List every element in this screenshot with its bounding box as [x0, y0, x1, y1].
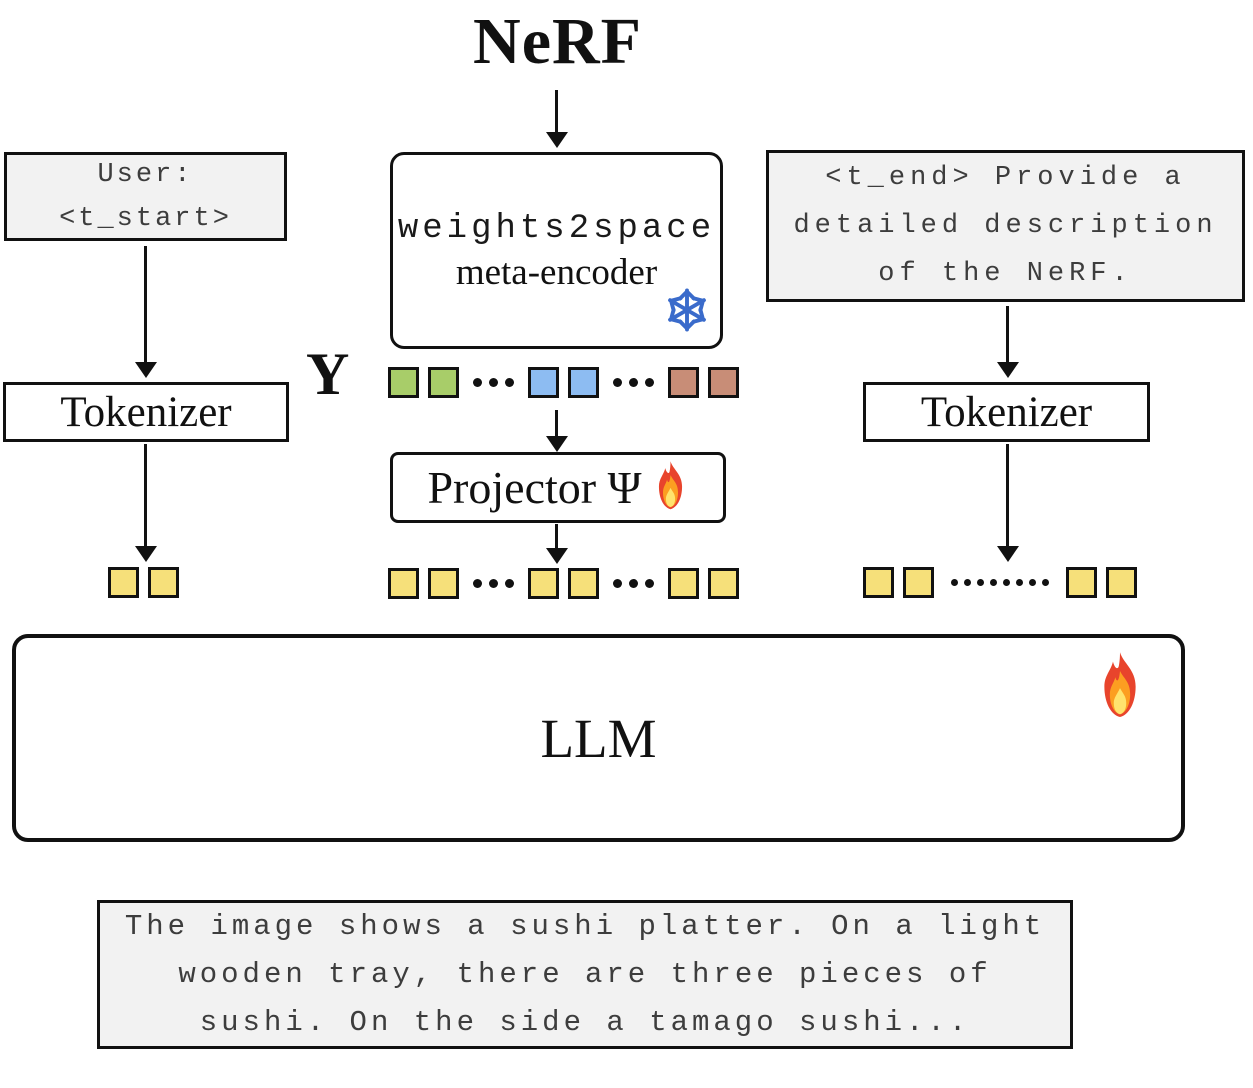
arrow-tokenizer-right-to-tokens — [1006, 444, 1009, 546]
encoder-name: weights2space — [397, 209, 716, 248]
token-yellow — [708, 568, 739, 599]
token-yellow — [528, 568, 559, 599]
token-blue — [568, 367, 599, 398]
llm-label: LLM — [540, 707, 657, 769]
tokenizer-right-box: Tokenizer — [863, 382, 1150, 442]
ellipsis-dots — [468, 579, 519, 588]
token-green — [428, 367, 459, 398]
flame-icon — [1095, 652, 1145, 723]
output-line-2: wooden tray, there are three pieces of — [178, 957, 992, 991]
nerf-title: NeRF — [473, 5, 642, 78]
left-token-row — [108, 567, 179, 598]
token-yellow — [428, 568, 459, 599]
llm-box: LLM — [12, 634, 1185, 842]
token-blue — [528, 367, 559, 398]
embedding-y-label: Y — [306, 341, 350, 407]
instruction-line-2: detailed description — [793, 211, 1218, 241]
user-prompt-line: User: — [97, 159, 194, 190]
t-start-token-line: <t_start> — [59, 203, 232, 234]
ellipsis-dots — [608, 378, 659, 387]
right-token-row — [863, 567, 1137, 598]
user-prompt-box: User: <t_start> — [4, 152, 287, 241]
arrow-tokenizer-left-to-tokens — [144, 444, 147, 546]
tokenizer-left-box: Tokenizer — [3, 382, 289, 442]
token-brown — [668, 367, 699, 398]
token-yellow — [863, 567, 894, 598]
encoder-subname: meta-encoder — [455, 251, 658, 293]
projector-label: Projector Ψ — [427, 461, 642, 513]
token-yellow — [903, 567, 934, 598]
token-yellow — [108, 567, 139, 598]
token-yellow — [1066, 567, 1097, 598]
token-yellow — [668, 568, 699, 599]
snowflake-icon — [664, 287, 710, 338]
nerf-token-row — [388, 568, 739, 599]
projector-box: Projector Ψ — [390, 452, 726, 523]
meta-encoder-box: weights2space meta-encoder — [390, 152, 723, 349]
ellipsis-dots — [468, 378, 519, 387]
arrow-user-to-tokenizer — [144, 246, 147, 362]
output-line-1: The image shows a sushi platter. On a li… — [124, 909, 1046, 943]
instruction-prompt-box: <t_end> Provide a detailed description o… — [766, 150, 1245, 302]
token-green — [388, 367, 419, 398]
arrow-projector-to-tokens — [555, 524, 558, 548]
embedding-token-row — [388, 367, 739, 398]
token-brown — [708, 367, 739, 398]
instruction-line-1: <t_end> Provide a — [825, 163, 1186, 193]
arrow-embedding-to-projector — [555, 410, 558, 436]
ellipsis-dots — [608, 579, 659, 588]
ellipsis-dots — [943, 579, 1057, 586]
token-yellow — [388, 568, 419, 599]
output-line-3: sushi. On the side a tamago sushi... — [199, 1005, 971, 1039]
flame-icon — [652, 460, 689, 515]
token-yellow — [148, 567, 179, 598]
token-yellow — [568, 568, 599, 599]
instruction-line-3: of the NeRF. — [878, 259, 1133, 289]
token-yellow — [1106, 567, 1137, 598]
llm-output-box: The image shows a sushi platter. On a li… — [97, 900, 1073, 1049]
arrow-nerf-to-encoder — [555, 90, 558, 132]
arrow-instruction-to-tokenizer — [1006, 306, 1009, 362]
